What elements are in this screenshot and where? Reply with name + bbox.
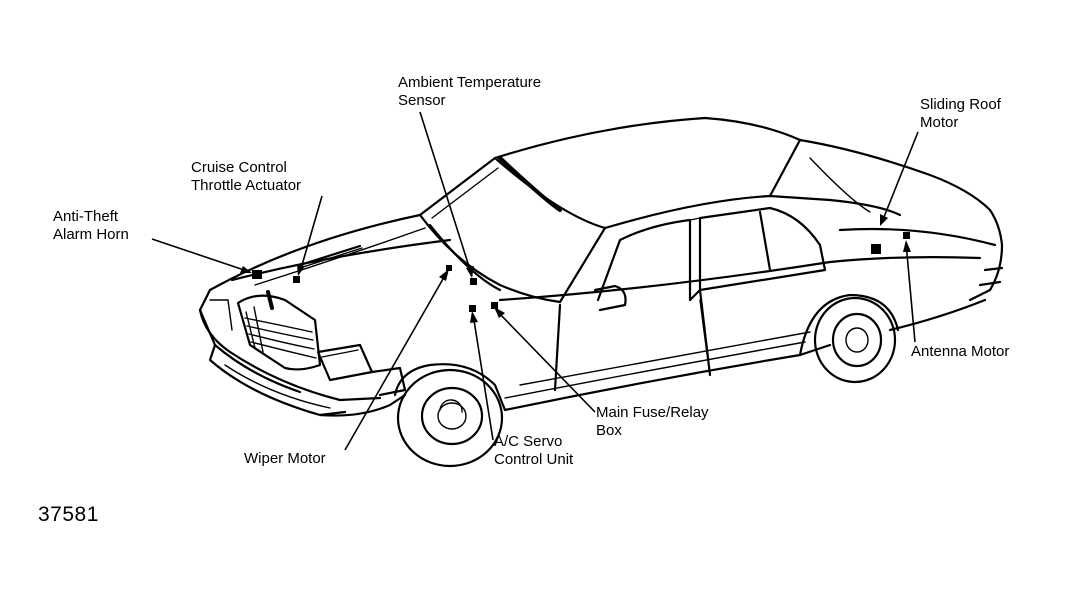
antenna-motor-marker (903, 232, 910, 239)
label-main-fuse-relay-box: Main Fuse/Relay Box (596, 404, 709, 439)
label-sliding-roof-motor: Sliding Roof Motor (920, 96, 1001, 131)
front-wheel (396, 368, 504, 468)
figure-number: 37581 (38, 503, 99, 526)
label-cruise-control-throttle-actuator: Cruise Control Throttle Actuator (191, 159, 302, 194)
label-ac-servo-control-unit: A/C Servo Control Unit (494, 433, 574, 468)
ambient-sensor-marker (470, 278, 477, 285)
car-outline (198, 116, 1004, 417)
sliding-roof-motor-marker (871, 244, 881, 254)
label-antenna-motor: Antenna Motor (911, 343, 1010, 360)
wiper-motor-marker (446, 265, 452, 271)
anti-theft-horn-marker (252, 270, 262, 279)
label-ambient-temperature-sensor: Ambient Temperature Sensor (398, 74, 542, 109)
leader-lines (151, 111, 919, 451)
throttle-actuator-marker (293, 276, 300, 283)
ac-servo-marker (469, 305, 476, 312)
rear-wheel (813, 296, 897, 384)
fuse-box-marker (491, 302, 498, 309)
label-wiper-motor: Wiper Motor (244, 450, 326, 467)
label-anti-theft-alarm-horn: Anti-Theft Alarm Horn (53, 208, 129, 243)
